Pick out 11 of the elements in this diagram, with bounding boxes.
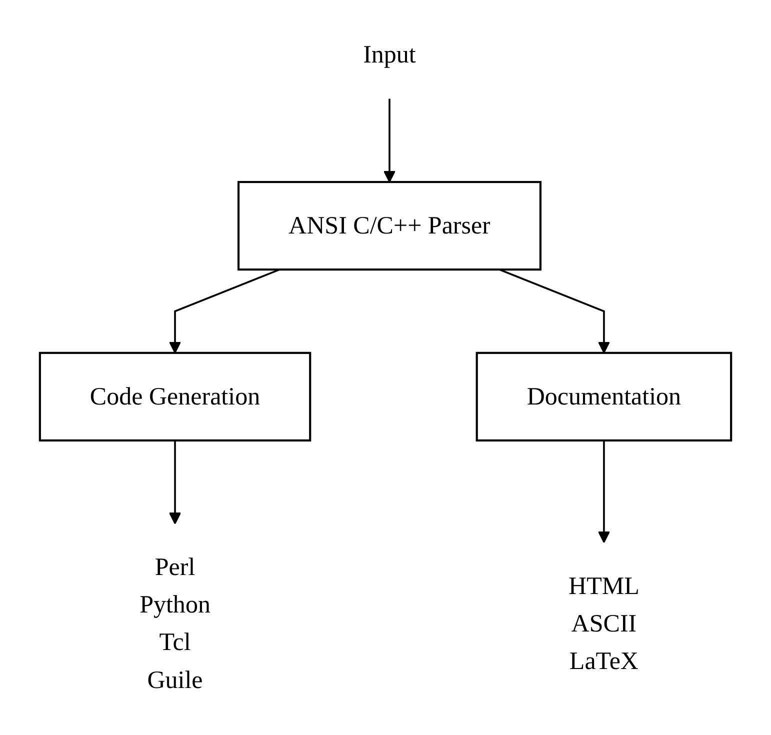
node-text: Perl Python Tcl Guile xyxy=(140,552,210,694)
node-box: Documentation xyxy=(476,352,732,442)
node-box: Code Generation xyxy=(38,352,312,442)
node-text: HTML ASCII LaTeX xyxy=(568,572,640,675)
node-text: Input xyxy=(363,40,416,68)
arrow xyxy=(499,268,610,354)
arrow xyxy=(168,440,182,524)
arrow xyxy=(598,440,610,544)
arrow xyxy=(168,268,280,354)
arrow xyxy=(383,98,396,183)
node-box: ANSI C/C++ Parser xyxy=(237,180,542,271)
